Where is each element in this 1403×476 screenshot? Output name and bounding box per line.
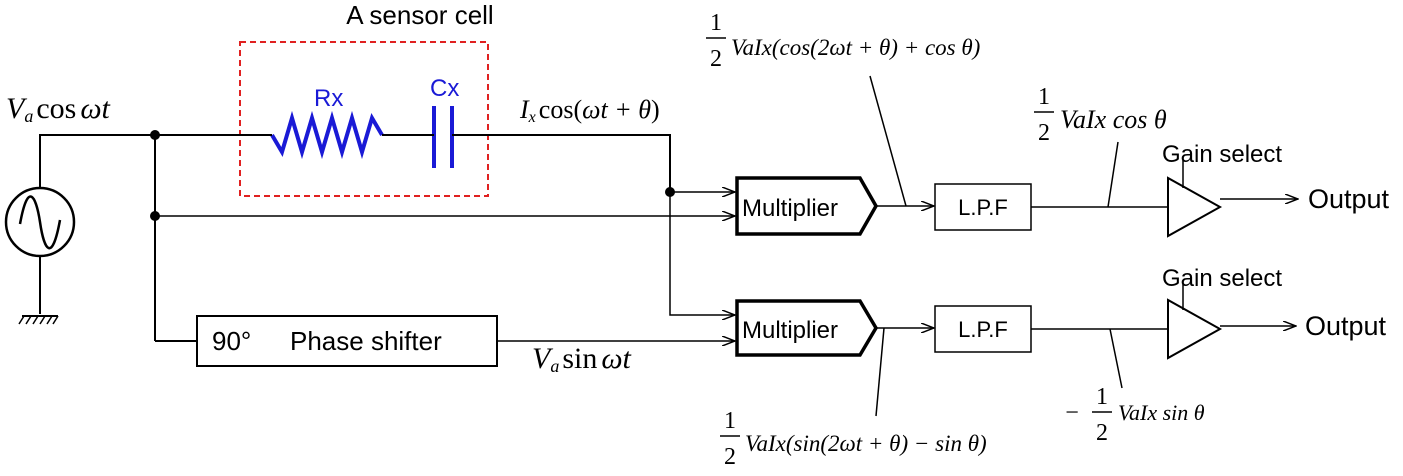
amplifier-icon-bottom [1167, 298, 1223, 360]
multiplier-block-top [735, 176, 879, 236]
phase-shifter-block [196, 315, 498, 367]
junction-dot-1 [150, 130, 160, 140]
gain-select-label-top: Gain select [1162, 141, 1282, 168]
multiplier-block-bottom [735, 299, 879, 357]
svg-text:−: − [1065, 400, 1079, 426]
svg-text:2: 2 [1096, 420, 1108, 446]
svg-text:2: 2 [710, 46, 722, 72]
wire-cap-out [452, 134, 671, 192]
resistor-symbol [270, 110, 384, 160]
resistor-label: Rx [314, 85, 343, 112]
svg-text:VaIx(sin(2ωt + θ) − sin θ): VaIx(sin(2ωt + θ) − sin θ) [745, 431, 987, 456]
svg-text:VaIx cos θ: VaIx cos θ [1060, 105, 1167, 134]
amplifier-icon-top [1167, 176, 1223, 238]
ground-hatch-icon [18, 315, 59, 325]
svg-text:1: 1 [1096, 384, 1108, 410]
phase-shifter-degree: 90° [212, 326, 251, 356]
equation-bottom-mult: 1 2 VaIx(sin(2ωt + θ) − sin θ) [720, 408, 987, 470]
pointer-top-lpf [1107, 141, 1119, 208]
wire-source-top [39, 134, 272, 188]
svg-text:1: 1 [710, 10, 722, 36]
svg-text:VaIx sin θ: VaIx sin θ [1118, 400, 1205, 425]
svg-text:2: 2 [724, 444, 736, 470]
pointer-top-mult [869, 75, 907, 207]
pointer-bottom-mult [875, 327, 885, 417]
svg-text:VaIx(cos(2ωt + θ) + cos θ): VaIx(cos(2ωt + θ) + cos θ) [731, 35, 980, 60]
output-label-bottom: Output [1305, 311, 1387, 341]
output-label-top: Output [1308, 184, 1390, 214]
multiplier-label-bottom: Multiplier [742, 317, 838, 344]
sensor-cell-box [239, 41, 489, 197]
svg-text:1: 1 [1038, 84, 1050, 110]
capacitor-label: Cx [430, 75, 459, 102]
lpf-label-top: L.P.F [958, 195, 1008, 220]
equation-bottom-lpf: − 1 2 VaIx sin θ [1065, 384, 1205, 446]
sine-wave-icon [18, 195, 62, 250]
lpf-block-bottom [934, 305, 1032, 353]
lpf-block-top [934, 183, 1032, 231]
phase-shifter-label: Phase shifter [290, 326, 442, 356]
svg-text:2: 2 [1038, 120, 1050, 146]
gain-select-label-bottom: Gain select [1162, 265, 1282, 292]
multiplier-label-top: Multiplier [742, 195, 838, 222]
pointer-bottom-lpf [1109, 328, 1123, 389]
sensor-cell-title: A sensor cell [346, 0, 493, 30]
svg-text:1: 1 [724, 408, 736, 434]
lpf-label-bottom: L.P.F [958, 317, 1008, 342]
wire-current-m2 [669, 192, 735, 315]
equation-top-lpf: 1 2 VaIx cos θ [1034, 84, 1167, 146]
equation-top-mult: 1 2 VaIx(cos(2ωt + θ) + cos θ) [706, 10, 980, 72]
